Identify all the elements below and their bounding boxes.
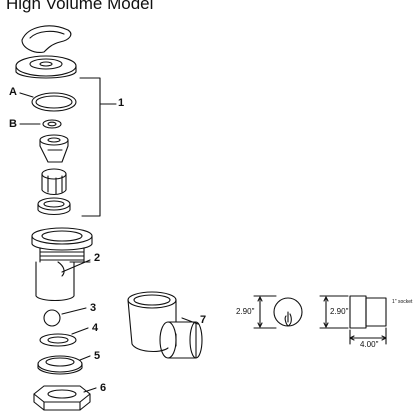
- side-view-drawing: [320, 296, 386, 344]
- socket-note: 1" socket: [392, 299, 413, 305]
- side-height-dimension: 2.90": [330, 307, 349, 316]
- callout-7: 7: [200, 314, 207, 326]
- leader-4: [72, 328, 88, 334]
- leader-a: [20, 93, 33, 97]
- washer: [38, 356, 82, 374]
- leader-5: [80, 356, 90, 360]
- retainer-cage: [42, 169, 66, 195]
- washer-b: [43, 120, 61, 128]
- leader-6: [84, 388, 96, 392]
- leader-7: [182, 318, 198, 324]
- callout-3: 3: [90, 302, 97, 314]
- front-height-dimension: 2.90": [236, 307, 255, 316]
- callout-6: 6: [100, 382, 107, 394]
- callout-2: 2: [94, 252, 101, 264]
- nozzle-insert: [40, 135, 68, 162]
- callout-b: B: [9, 118, 17, 130]
- callout-1: 1: [118, 97, 125, 109]
- side-width-dimension: 4.00": [360, 340, 379, 349]
- callout-a: A: [9, 86, 17, 98]
- ball: [44, 310, 60, 326]
- face-plate: [16, 56, 76, 78]
- gasket: [40, 334, 76, 346]
- diagram-title: High Volume Model: [6, 0, 154, 13]
- o-ring-a: [32, 93, 76, 111]
- eyeball-cap: [22, 26, 71, 52]
- wall-fitting: [32, 228, 92, 301]
- leader-2: [62, 260, 90, 272]
- threaded-ring: [38, 198, 70, 215]
- callout-4: 4: [92, 322, 99, 334]
- front-view-drawing: [254, 296, 302, 328]
- elbow-fitting: [128, 292, 202, 358]
- leader-3: [62, 308, 86, 314]
- bracket-part-1: [80, 78, 100, 216]
- callout-5: 5: [94, 350, 101, 362]
- hex-nut: [34, 386, 90, 410]
